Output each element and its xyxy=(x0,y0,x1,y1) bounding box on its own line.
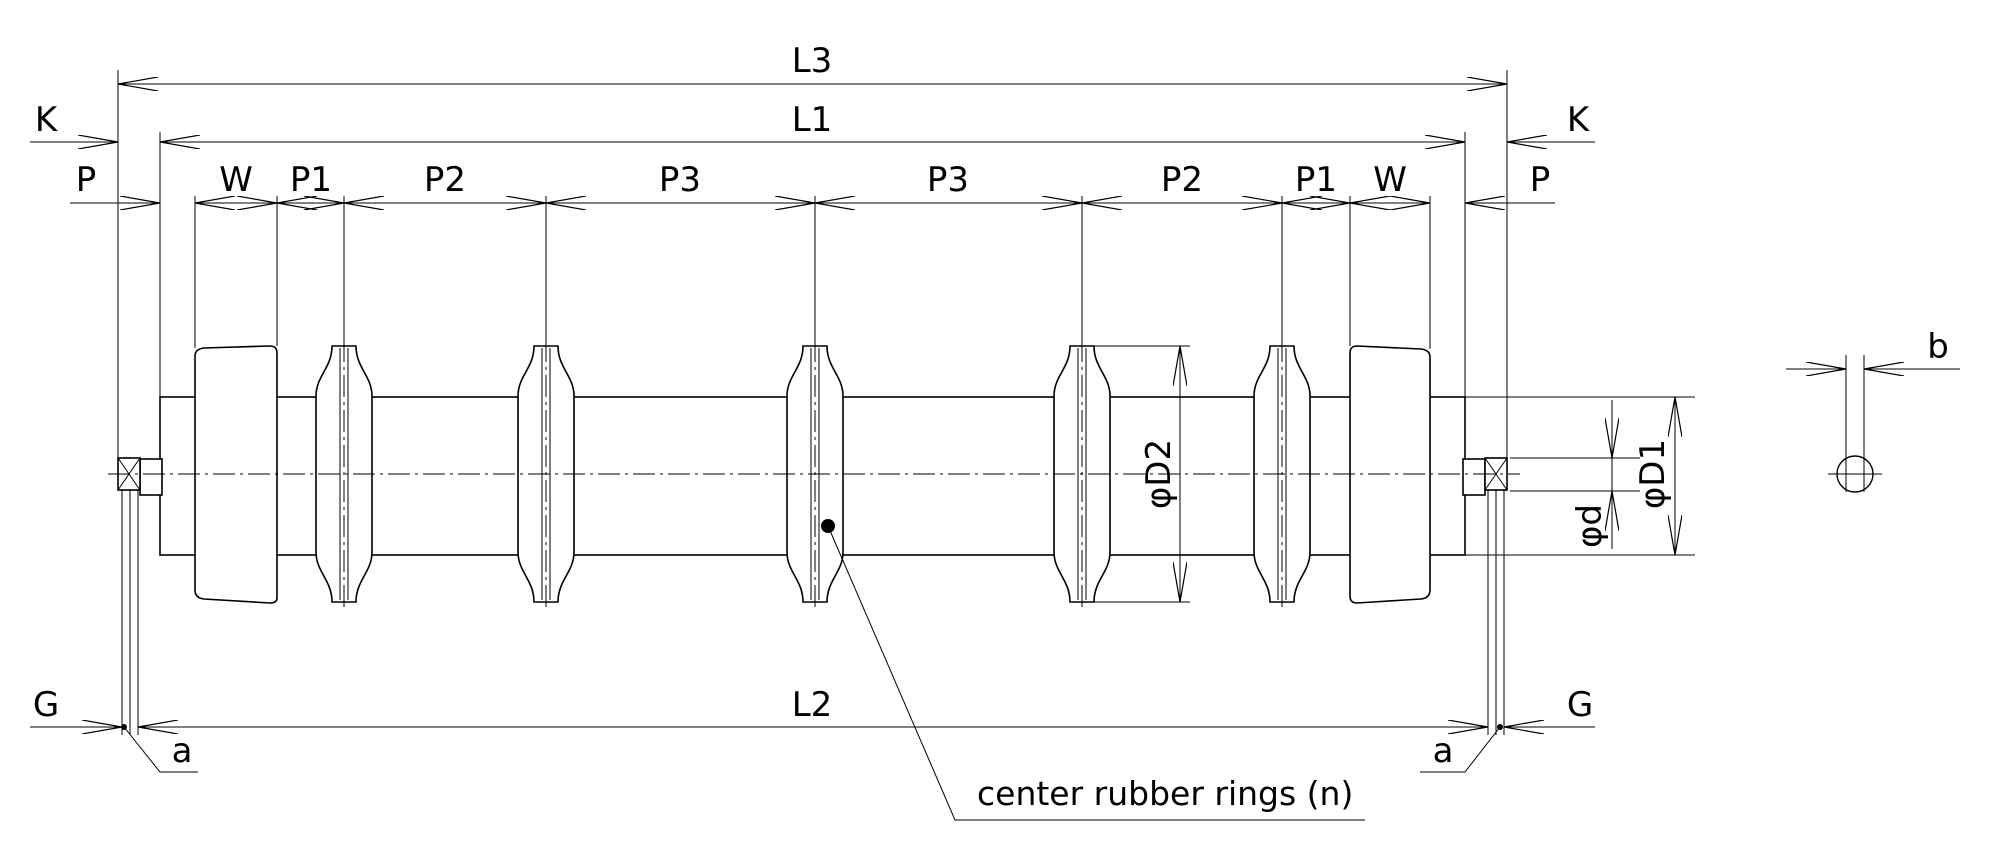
end-rubber-roller-left xyxy=(194,345,278,604)
label-P1-left: P1 xyxy=(290,160,332,200)
callout-leader xyxy=(821,519,1365,821)
label-L2: L2 xyxy=(792,685,833,725)
label-a-right: a xyxy=(1433,731,1454,771)
label-W-left: W xyxy=(219,160,253,200)
label-P2-left: P2 xyxy=(424,160,466,200)
shaft-stub-left xyxy=(139,458,163,496)
shaft-stub-right xyxy=(1462,458,1486,496)
label-P3-left: P3 xyxy=(659,160,701,200)
shaft-end-side-view xyxy=(1786,355,1960,493)
dimension-labels: L3 L1 K K P W P1 P2 P3 P3 P2 P1 W P L2 G… xyxy=(33,41,1949,813)
label-L3: L3 xyxy=(792,41,833,81)
label-P-left: P xyxy=(76,160,97,200)
dimension-lines xyxy=(30,84,1675,773)
extension-lines xyxy=(117,70,1695,735)
label-D1: φD1 xyxy=(1633,439,1673,509)
label-P-right: P xyxy=(1530,160,1551,200)
label-L1: L1 xyxy=(792,100,833,140)
label-D2: φD2 xyxy=(1139,439,1179,509)
callout-center-rubber-rings: center rubber rings (n) xyxy=(977,774,1353,813)
label-P2-right: P2 xyxy=(1161,160,1203,200)
label-K-right: K xyxy=(1567,100,1591,140)
label-K-left: K xyxy=(35,100,59,140)
label-P1-right: P1 xyxy=(1295,160,1337,200)
label-a-left: a xyxy=(172,731,193,771)
label-P3-right: P3 xyxy=(927,160,969,200)
label-d: φd xyxy=(1570,504,1610,548)
label-W-right: W xyxy=(1373,160,1407,200)
label-G-left: G xyxy=(33,685,59,725)
label-b: b xyxy=(1927,327,1949,367)
label-G-right: G xyxy=(1567,685,1593,725)
